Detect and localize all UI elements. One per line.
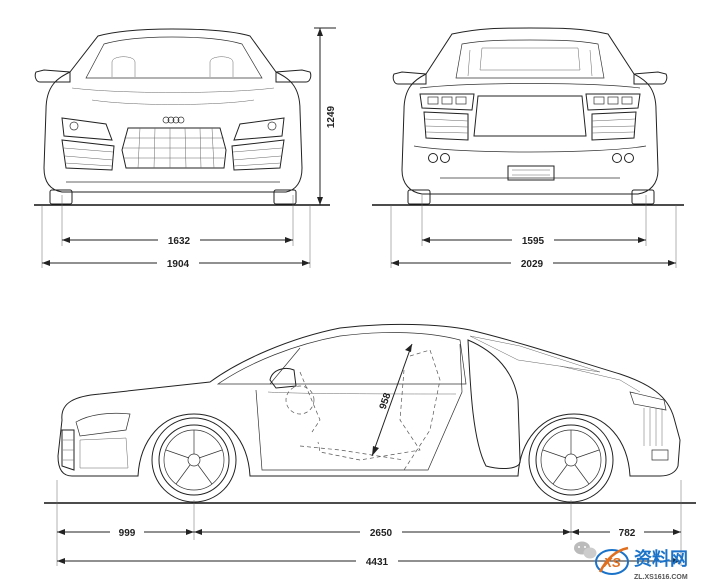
side-view: 958 [44,323,696,568]
front-track-label: 1632 [168,236,191,247]
rear-wheel [528,417,614,503]
wechat-icon [574,541,597,559]
rear-track-label: 1595 [522,236,545,247]
seat-height-label: 958 [378,391,394,411]
front-wheel [151,417,237,503]
front-height-label: 1249 [326,105,337,128]
watermark-url-text: ZL.XS1616.COM [634,574,688,581]
front-view: 1249 1632 1904 [34,27,337,270]
front-width-label: 1904 [167,259,190,270]
rear-view: 1595 2029 [372,27,684,270]
watermark: XS 资料网 ZL.XS1616.COM [574,541,688,581]
watermark-logo-text: XS [602,555,621,570]
rear-width-label: 2029 [521,259,544,270]
watermark-brand-text: 资料网 [634,548,688,569]
front-overhang-label: 999 [119,528,136,539]
wheelbase-label: 2650 [370,528,393,539]
xs-logo: XS [595,546,629,575]
total-length-label: 4431 [366,557,389,568]
rear-overhang-label: 782 [619,528,636,539]
